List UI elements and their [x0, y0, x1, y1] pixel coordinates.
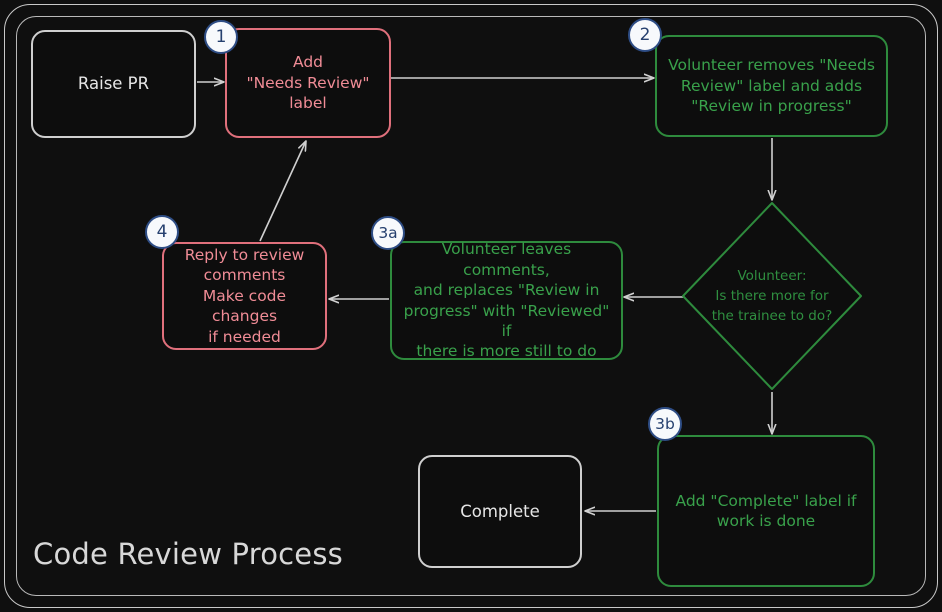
- edge-reply-to-review-to-add-needs-review: [259, 141, 306, 242]
- node-reply-to-review-label: Reply to review comments Make code chang…: [184, 245, 305, 346]
- node-volunteer-leaves-comments-label: Volunteer leaves comments, and replaces …: [403, 240, 610, 361]
- diamond-shape: [682, 202, 862, 390]
- badge-step-3a: 3a: [371, 216, 405, 250]
- badge-step-4: 4: [145, 215, 179, 249]
- node-raise-pr[interactable]: Raise PR: [31, 30, 196, 138]
- badge-step-3b: 3b: [648, 407, 682, 441]
- node-add-complete-label[interactable]: Add "Complete" label if work is done: [657, 435, 875, 587]
- node-volunteer-removes-label: Volunteer removes "Needs Review" label a…: [668, 56, 875, 116]
- badge-step-2: 2: [628, 18, 662, 52]
- node-decision-more-work[interactable]: Volunteer: Is there more for the trainee…: [679, 199, 865, 393]
- badge-step-2-text: 2: [639, 25, 651, 45]
- node-complete[interactable]: Complete: [418, 455, 582, 568]
- node-add-needs-review[interactable]: Add "Needs Review" label: [225, 28, 391, 138]
- node-volunteer-removes[interactable]: Volunteer removes "Needs Review" label a…: [655, 35, 888, 137]
- badge-step-3a-text: 3a: [378, 224, 398, 242]
- badge-step-1: 1: [204, 20, 238, 54]
- node-volunteer-leaves-comments[interactable]: Volunteer leaves comments, and replaces …: [390, 240, 623, 361]
- badge-step-3b-text: 3b: [655, 415, 675, 433]
- node-complete-label: Complete: [460, 501, 540, 521]
- diagram-title: Code Review Process: [33, 537, 343, 571]
- badge-step-1-text: 1: [215, 27, 227, 47]
- node-reply-to-review[interactable]: Reply to review comments Make code chang…: [162, 242, 327, 350]
- node-raise-pr-label: Raise PR: [77, 74, 150, 94]
- node-decision-more-work-label: Volunteer: Is there more for the trainee…: [711, 267, 833, 325]
- node-add-needs-review-label: Add "Needs Review" label: [246, 53, 370, 113]
- node-add-complete-label-text: Add "Complete" label if work is done: [675, 491, 857, 530]
- badge-step-4-text: 4: [156, 222, 168, 242]
